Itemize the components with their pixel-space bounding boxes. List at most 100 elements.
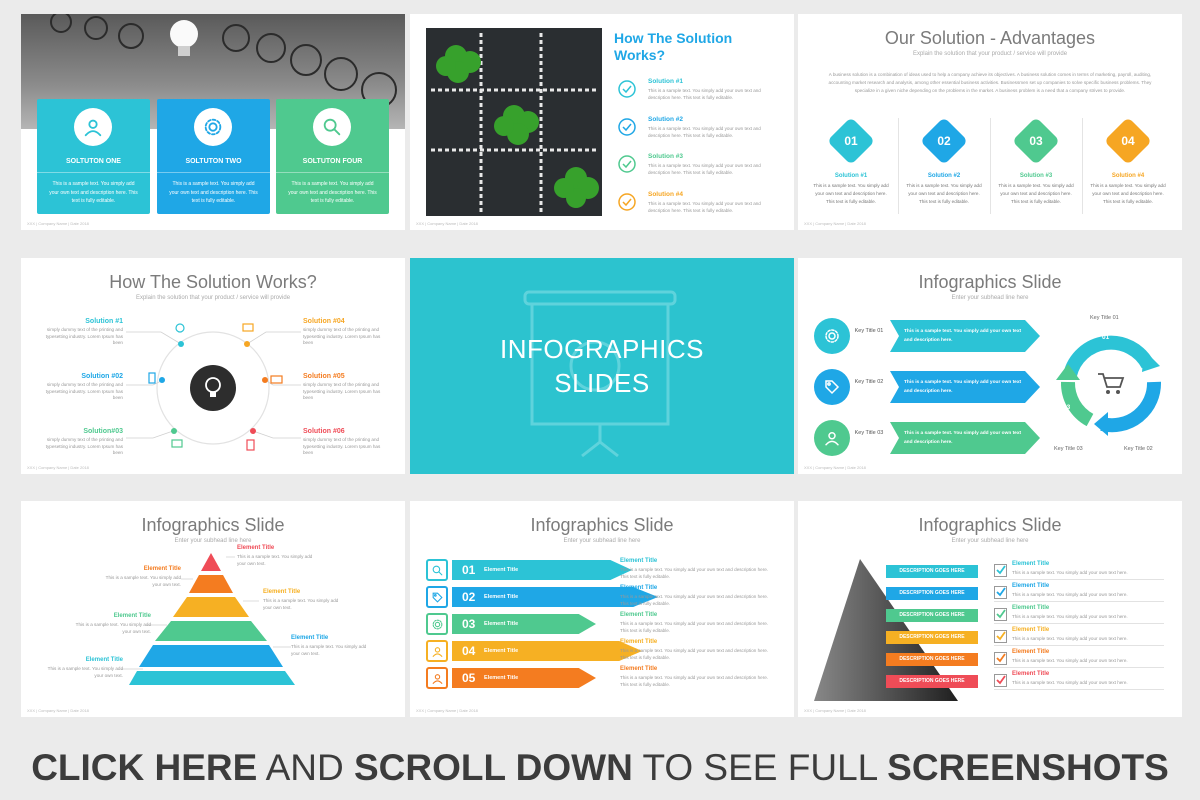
solution-text-right: simply dummy text of the printing and ty… bbox=[303, 327, 381, 345]
banner-scroll-down: SCROLL DOWN bbox=[353, 747, 633, 788]
element-title: Element Title bbox=[1012, 649, 1050, 655]
checkbox-icon bbox=[994, 608, 1007, 621]
solution-title-left: Solution#03 bbox=[83, 428, 123, 435]
row-divider bbox=[994, 689, 1164, 690]
element-text: This is a sample text. You simply add yo… bbox=[620, 594, 769, 606]
card-title: SOLTUTON TWO bbox=[185, 158, 242, 165]
banner-click-here[interactable]: CLICK HERE bbox=[31, 747, 258, 788]
element-text: This is a sample text. You simply add yo… bbox=[620, 621, 769, 633]
element-title: Element Title bbox=[1012, 627, 1050, 633]
checkbox-icon bbox=[994, 586, 1007, 599]
column-divider bbox=[897, 118, 899, 214]
row-divider bbox=[994, 601, 1164, 602]
element-title: Element Title bbox=[620, 612, 658, 618]
advantage-text: This is a sample text. You simply add yo… bbox=[813, 183, 889, 204]
arrow-banner: This is a sample text. You simply add yo… bbox=[890, 422, 1040, 454]
slide-subtitle: Enter your subhead line here bbox=[174, 538, 252, 544]
advantage-title: Solution #4 bbox=[1111, 173, 1145, 179]
key-title: Key Title 03 bbox=[854, 430, 884, 436]
element-title: Element Title bbox=[1012, 671, 1050, 677]
slide-infographics-checklist-pyramid[interactable]: Infographics Slide Enter your subhead li… bbox=[798, 501, 1182, 717]
advantage-text: This is a sample text. You simply add yo… bbox=[998, 183, 1074, 204]
advantage-title: Solution #2 bbox=[927, 173, 961, 179]
intro-paragraph: A business solution is a combination of … bbox=[828, 72, 1152, 93]
solution-title-right: Solution #06 bbox=[303, 428, 345, 435]
element-text: This is a sample text. You simply add yo… bbox=[620, 648, 769, 660]
element-bar-label: Element Title bbox=[484, 648, 519, 654]
scroll-down-banner[interactable]: CLICK HERE AND SCROLL DOWN TO SEE FULL S… bbox=[0, 736, 1200, 800]
slide-infographics-arrows[interactable]: Infographics Slide Enter your subhead li… bbox=[410, 501, 794, 717]
user-icon bbox=[426, 667, 448, 689]
advantage-title: Solution #3 bbox=[1019, 173, 1053, 179]
slide-title: Infographics Slide bbox=[918, 272, 1062, 292]
element-text: This is a sample text. You simply add yo… bbox=[291, 644, 367, 656]
slide-title: How The Solution Works? bbox=[614, 30, 733, 63]
element-text: This is a sample text. You simply add yo… bbox=[47, 666, 123, 678]
diamond-number: 03 bbox=[1029, 134, 1043, 148]
cycle-diagram bbox=[1056, 335, 1161, 436]
tag-icon bbox=[814, 369, 850, 405]
advantage-text: This is a sample text. You simply add yo… bbox=[906, 183, 982, 204]
solution-text-right: simply dummy text of the printing and ty… bbox=[303, 437, 381, 455]
solution-text-left: simply dummy text of the printing and ty… bbox=[45, 327, 123, 345]
solution-item-title: Solution #3 bbox=[648, 153, 684, 160]
element-title: Element Title bbox=[85, 657, 123, 663]
card-divider bbox=[276, 172, 389, 173]
tag-icon bbox=[426, 586, 448, 608]
check-circle-icon bbox=[618, 155, 636, 173]
slide-title: Infographics Slide bbox=[918, 515, 1062, 535]
slide-infographics-cycle[interactable]: Infographics Slide Enter your subhead li… bbox=[798, 258, 1182, 474]
element-number: 05 bbox=[462, 671, 476, 685]
solution-text-left: simply dummy text of the printing and ty… bbox=[45, 382, 123, 400]
solution-card[interactable]: SOLTUTON FOUR This is a sample text. You … bbox=[276, 99, 389, 214]
hub-diagram bbox=[126, 323, 301, 451]
row-divider bbox=[994, 623, 1164, 624]
diamond-number: 04 bbox=[1121, 134, 1135, 148]
element-title: Element Title bbox=[1012, 561, 1050, 567]
slide-footer: XXX | Company Name | Date 2018 bbox=[416, 221, 478, 226]
element-title: Element Title bbox=[291, 635, 329, 641]
element-text: This is a sample text. You simply add yo… bbox=[620, 675, 769, 687]
slide-footer: XXX | Company Name | Date 2018 bbox=[27, 221, 89, 226]
user-icon bbox=[814, 420, 850, 456]
element-title: Element Title bbox=[143, 566, 181, 572]
slide-infographics-pyramid-3d[interactable]: Infographics Slide Enter your subhead li… bbox=[21, 501, 405, 717]
solution-text-left: simply dummy text of the printing and ty… bbox=[45, 437, 123, 455]
description-banner: DESCRIPTION GOES HERE bbox=[886, 609, 978, 622]
slide-solution-advantages[interactable]: Our Solution - Advantages Explain the so… bbox=[798, 14, 1182, 230]
arrow-banner-text: This is a sample text. You simply add yo… bbox=[904, 431, 1022, 445]
solution-item-title: Solution #4 bbox=[648, 190, 684, 198]
arrow-banner-text: This is a sample text. You simply add yo… bbox=[904, 380, 1022, 394]
description-banner: DESCRIPTION GOES HERE bbox=[886, 675, 978, 688]
cycle-key-title: Key Title 02 bbox=[1124, 446, 1153, 452]
slide-how-solution-works-hub[interactable]: How The Solution Works? Explain the solu… bbox=[21, 258, 405, 474]
column-divider bbox=[1082, 118, 1083, 214]
checkbox-icon bbox=[994, 652, 1007, 665]
check-circle-icon bbox=[618, 117, 636, 136]
element-text: This is a sample text. You simply add yo… bbox=[237, 554, 313, 566]
cover-title-line1: INFOGRAPHICS bbox=[500, 334, 704, 364]
slide-footer: XXX | Company Name | Date 2018 bbox=[804, 221, 866, 226]
key-title: Key Title 01 bbox=[854, 328, 884, 334]
slide-subtitle: Enter your subhead line here bbox=[951, 538, 1029, 544]
slide-footer: XXX | Company Name | Date 2018 bbox=[416, 708, 478, 713]
card-text: This is a sample text. You simply add yo… bbox=[288, 181, 377, 204]
element-text: This is a sample text. You simply add yo… bbox=[1012, 614, 1128, 619]
search-icon bbox=[426, 559, 448, 581]
banner-to-see-full: TO SEE FULL bbox=[632, 747, 888, 788]
element-text: This is a sample text. You simply add yo… bbox=[1012, 658, 1128, 663]
advantage-text: This is a sample text. You simply add yo… bbox=[1090, 183, 1166, 204]
cycle-number: 03 bbox=[1063, 404, 1071, 411]
slide-title: Infographics Slide bbox=[141, 515, 285, 535]
slide-infographics-cover[interactable]: INFOGRAPHICS SLIDES bbox=[410, 258, 794, 474]
element-text: This is a sample text. You simply add yo… bbox=[75, 622, 151, 634]
element-text: This is a sample text. You simply add yo… bbox=[1012, 636, 1128, 641]
card-title: SOLTUTON FOUR bbox=[302, 158, 363, 165]
element-text: This is a sample text. You simply add yo… bbox=[1012, 570, 1128, 575]
